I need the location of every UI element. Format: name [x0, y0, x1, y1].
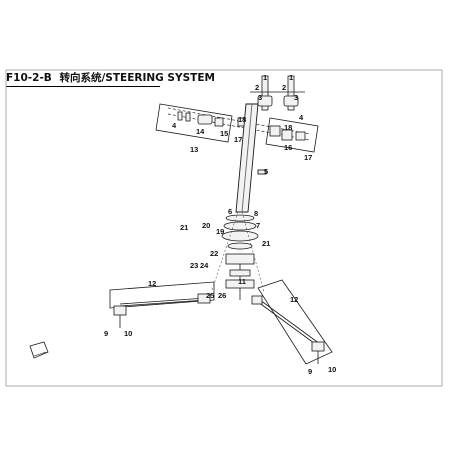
- callout-26: 26: [218, 291, 226, 300]
- callout-12: 12: [148, 279, 156, 288]
- callout-8: 8: [254, 209, 258, 218]
- title-code: F10-2-B: [6, 72, 52, 84]
- callout-2: 2: [255, 83, 259, 92]
- callout-13: 13: [190, 145, 198, 154]
- front-marker: [29, 341, 49, 359]
- callout-25: 25: [206, 291, 214, 300]
- callout-23: 23: [190, 261, 198, 270]
- callout-10b: 10: [328, 365, 336, 374]
- callout-11: 11: [238, 277, 246, 286]
- handlebar-clamp-group: [250, 75, 305, 111]
- callout-17: 17: [234, 135, 242, 144]
- callout-22: 22: [210, 249, 218, 258]
- lower-bearing-cluster: [221, 214, 259, 300]
- callout-10: 10: [124, 329, 132, 338]
- callout-18: 18: [238, 115, 246, 124]
- callout-4b: 4: [299, 113, 304, 122]
- leader-lines: [211, 211, 265, 293]
- callout-17b: 17: [304, 153, 312, 162]
- tie-rod-left: [109, 281, 215, 328]
- callout-5: 5: [264, 167, 268, 176]
- callout-21b: 21: [262, 239, 270, 248]
- handlebar-box: [155, 103, 319, 153]
- callout-21: 21: [180, 223, 188, 232]
- callout-16: 16: [284, 143, 292, 152]
- callout-3: 3: [258, 93, 262, 102]
- callout-20: 20: [202, 221, 210, 230]
- callout-9b: 9: [308, 367, 312, 376]
- callout-15: 15: [220, 129, 228, 138]
- callout-14: 14: [196, 127, 205, 136]
- tie-rod-right: [251, 279, 333, 365]
- callout-4: 4: [172, 121, 177, 130]
- diagram-title: F10-2-B 转向系统/STEERING SYSTEM: [6, 70, 215, 87]
- callout-19: 19: [216, 227, 224, 236]
- callout-labels: 1 1 2 2 3 3 4 4 5 6 7 8 9 9 10 10 11 12 …: [104, 73, 336, 376]
- callout-18b: 18: [284, 123, 292, 132]
- callout-2b: 2: [282, 83, 286, 92]
- callout-24: 24: [200, 261, 209, 270]
- callout-3b: 3: [294, 93, 298, 102]
- callout-12b: 12: [290, 295, 298, 304]
- callout-1b: 1: [289, 73, 293, 82]
- outer-frame: [5, 69, 443, 387]
- steering-column: [235, 103, 267, 213]
- callout-6: 6: [228, 207, 232, 216]
- callout-1: 1: [263, 73, 267, 82]
- callout-7: 7: [256, 221, 260, 230]
- title-name: 转向系统/STEERING SYSTEM: [59, 72, 215, 84]
- callout-9: 9: [104, 329, 108, 338]
